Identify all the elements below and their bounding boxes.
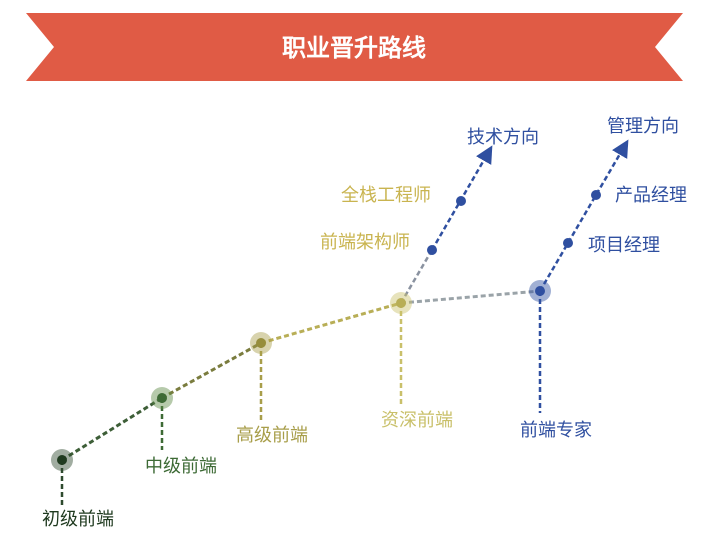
tech-branch-segment-1 [399,249,434,304]
node-senior [250,332,272,354]
label-tech-direction: 技术方向 [467,127,539,148]
path-segment-2 [161,341,262,400]
label-mgmt-direction: 管理方向 [607,116,679,137]
mgmt-branch-line [538,139,629,292]
label-junior: 初级前端 [42,509,114,530]
drop-lines [60,291,542,505]
path-segment-1 [61,396,163,462]
node-middle [151,387,173,409]
title-banner: 职业晋升路线 [26,13,683,81]
label-product-manager: 产品经理 [615,185,687,206]
tech-branch-line [399,145,493,304]
label-expert-senior: 资深前端 [381,410,453,431]
node-product-manager [591,190,601,200]
node-expert [529,280,551,302]
node-project-manager [563,238,573,248]
node-senior-dot [256,338,266,348]
diagram-title: 职业晋升路线 [282,34,426,62]
path-segment-3 [260,301,402,345]
path-segment-4 [400,289,541,305]
banner-ribbon [26,13,683,81]
node-expert-senior-dot [396,298,406,308]
node-junior-dot [57,455,67,465]
node-expert-dot [535,286,545,296]
label-expert: 前端专家 [520,420,592,441]
node-middle-dot [157,393,167,403]
label-middle: 中级前端 [145,456,217,477]
node-fullstack [456,196,466,206]
node-expert-senior [390,292,412,314]
label-project-manager: 项目经理 [588,235,660,256]
main-path [61,289,541,462]
node-junior [51,449,73,471]
label-architect: 前端架构师 [320,232,410,253]
label-senior: 高级前端 [236,425,308,446]
label-fullstack: 全栈工程师 [341,185,431,206]
mgmt-branch-segment [538,139,629,292]
node-architect [427,245,437,255]
